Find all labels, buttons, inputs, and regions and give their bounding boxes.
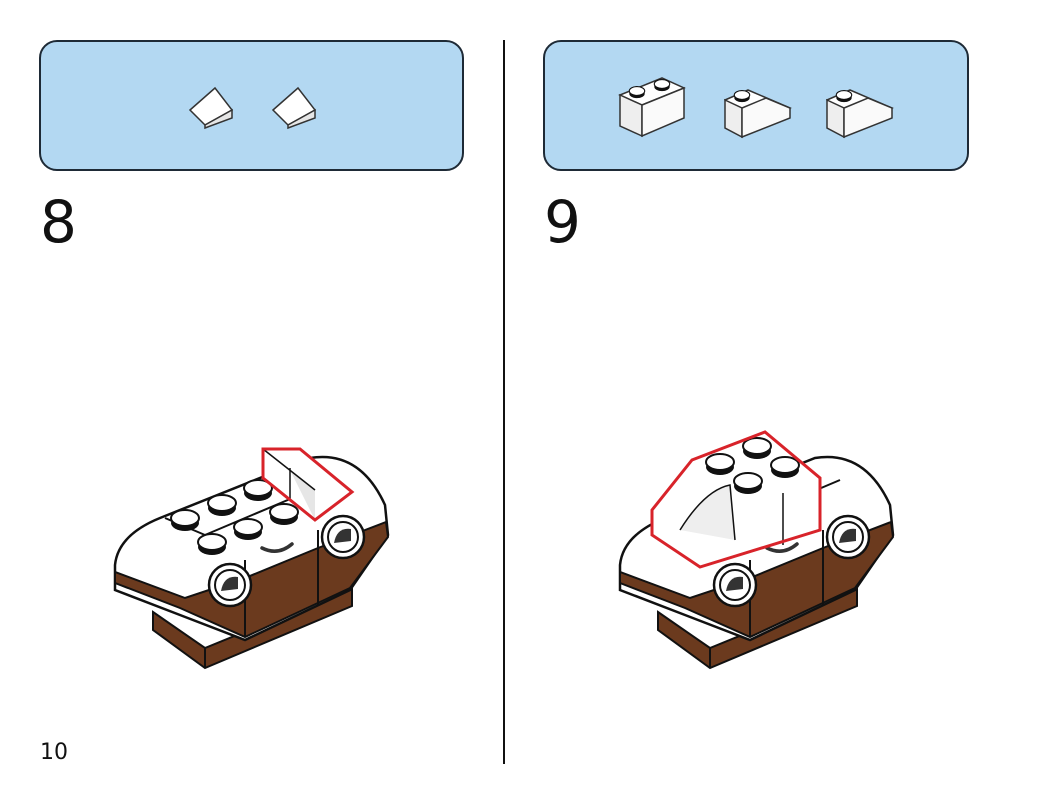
part-curved-brick-1 (723, 89, 792, 139)
model-step-9 (620, 430, 893, 668)
part-slope-1 (188, 86, 234, 130)
page-divider (503, 40, 505, 764)
new-part-highlight (650, 430, 822, 569)
parts-callout-step-8 (39, 40, 464, 171)
part-slope-2 (271, 86, 317, 130)
page-number: 10 (40, 740, 68, 765)
model-step-8 (115, 447, 388, 668)
new-part-highlight (261, 447, 355, 522)
part-curved-brick-2 (825, 89, 894, 139)
step-number-8: 8 (40, 188, 77, 256)
part-brick-1x2 (618, 77, 686, 138)
step-number-9: 9 (544, 188, 581, 256)
